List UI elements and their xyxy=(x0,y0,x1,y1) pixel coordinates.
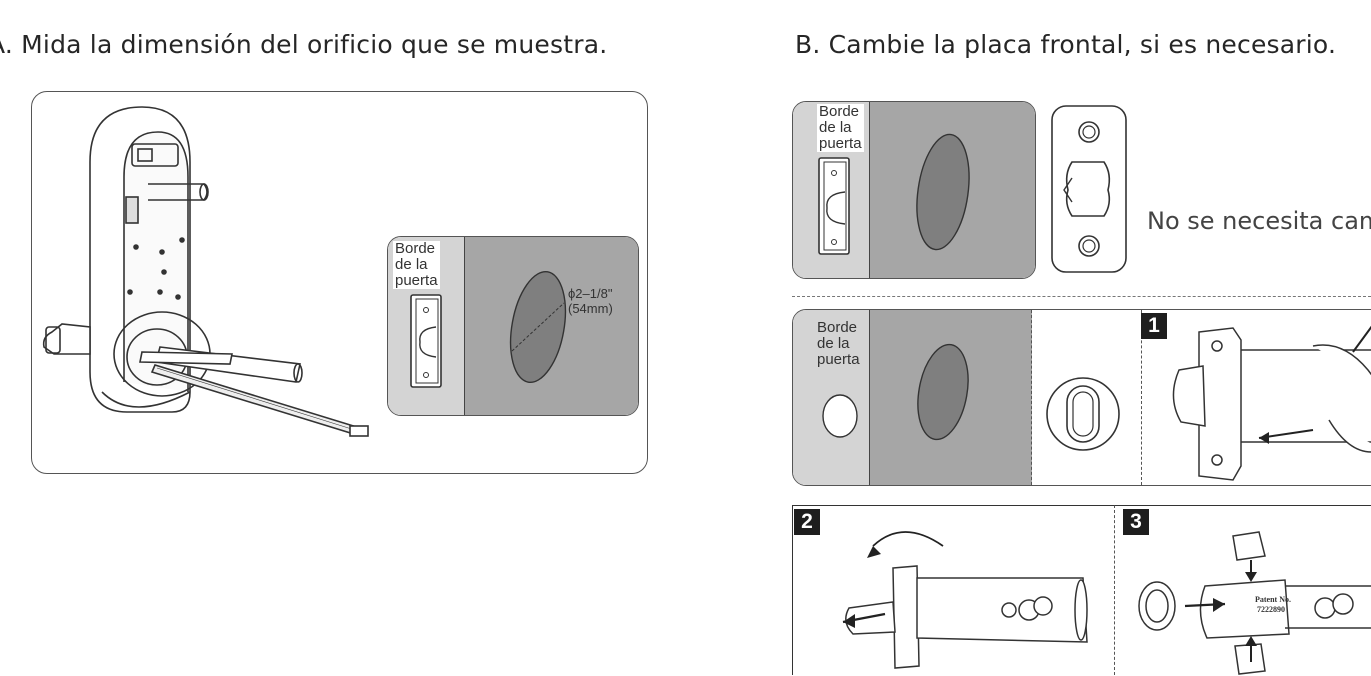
step-3-badge: 3 xyxy=(1123,509,1149,535)
faceplate-drive-in xyxy=(1051,105,1127,273)
step-2-badge: 2 xyxy=(794,509,820,535)
patent-number-label: 7222890 xyxy=(1257,605,1285,614)
round-hole-diagram xyxy=(822,325,1371,481)
section-divider xyxy=(1031,310,1032,485)
hole-diameter-mm-label: (54mm) xyxy=(568,301,613,316)
section-a-heading: A. Mida la dimensión del orificio que se… xyxy=(0,30,608,59)
no-change-needed-note: No se necesita cambiar xyxy=(1147,207,1371,235)
latch-plate-diagram xyxy=(818,133,970,255)
section-divider xyxy=(1141,310,1142,485)
smart-lock-illustration xyxy=(42,106,369,437)
row1-door-panel: Borde de la puerta xyxy=(792,101,1036,279)
door-edge-label: Borde de la puerta xyxy=(393,240,440,289)
step-1-badge: 1 xyxy=(1141,313,1167,339)
patent-label: Patent No. xyxy=(1255,595,1291,604)
step-2-panel: 2 xyxy=(792,505,1115,675)
door-edge-label: Borde de la puerta xyxy=(817,319,860,368)
faceplate-install-diagram: Patent No. 7222890 xyxy=(1138,531,1371,675)
section-b-heading: B. Cambie la placa frontal, si es necesa… xyxy=(795,30,1337,59)
door-edge-label: Borde de la puerta xyxy=(817,103,864,152)
latch-removal-diagram xyxy=(842,531,1088,669)
row2-door-panel: Borde de la puerta 1 xyxy=(792,309,1371,486)
door-hole-inset: Borde de la puerta ϕ2–1/8" (54mm) xyxy=(387,236,639,416)
lock-measure-panel: Borde de la puerta ϕ2–1/8" (54mm) xyxy=(31,91,648,474)
step-3-panel: 3 Patent No. 7222890 xyxy=(1115,505,1371,675)
row-separator xyxy=(792,296,1371,297)
latch-plate-diagram: ϕ2–1/8" (54mm) xyxy=(410,270,613,388)
hole-diameter-label: ϕ2–1/8" xyxy=(568,286,613,301)
